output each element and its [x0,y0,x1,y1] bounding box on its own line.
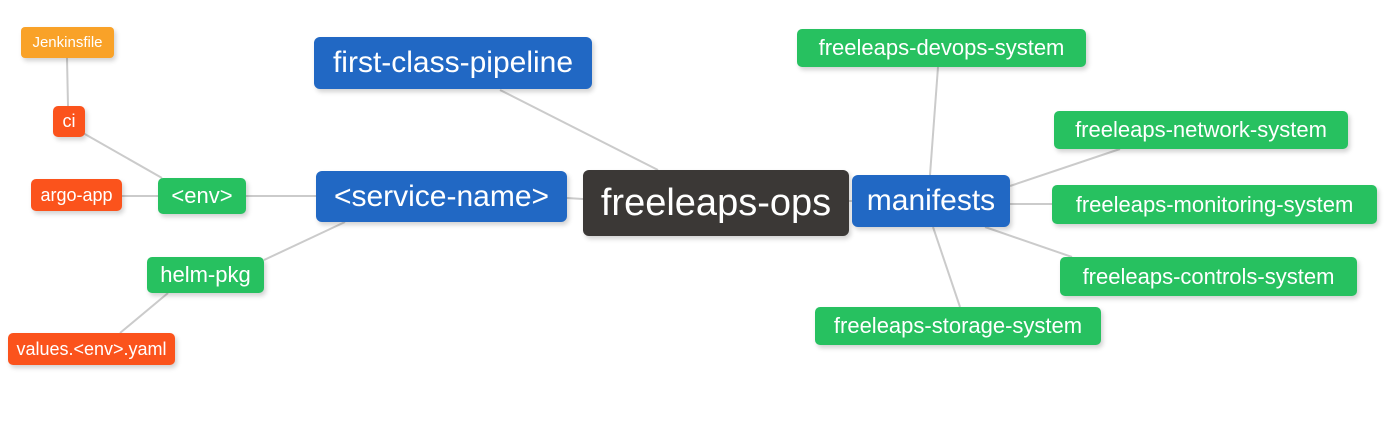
node-freeleaps-ops[interactable]: freeleaps-ops [583,170,849,236]
edge-values-helm-pkg [119,292,169,334]
node-freeleaps-storage-system[interactable]: freeleaps-storage-system [815,307,1101,345]
node-values-env-yaml[interactable]: values.<env>.yaml [8,333,175,365]
node-freeleaps-devops-system[interactable]: freeleaps-devops-system [797,29,1086,67]
node-helm-pkg[interactable]: helm-pkg [147,257,264,293]
node-freeleaps-controls-system[interactable]: freeleaps-controls-system [1060,257,1357,296]
node-freeleaps-monitoring-system[interactable]: freeleaps-monitoring-system [1052,185,1377,224]
edge-pipeline-root [499,89,659,171]
node-first-class-pipeline[interactable]: first-class-pipeline [314,37,592,89]
node-jenkinsfile[interactable]: Jenkinsfile [21,27,114,58]
edge-manifests-devops [929,66,939,176]
edge-jenkinsfile-ci [66,57,69,107]
edge-ci-env [82,132,163,179]
edge-manifests-storage [932,226,961,308]
node-manifests[interactable]: manifests [852,175,1010,227]
node-argo-app[interactable]: argo-app [31,179,122,211]
edge-manifests-controls [984,226,1073,258]
edge-helm-pkg-service-name [263,221,346,261]
edge-manifests-network [1009,148,1121,187]
node-service-name[interactable]: <service-name> [316,171,567,222]
edge-service-name-root [566,197,584,200]
node-ci[interactable]: ci [53,106,85,137]
node-freeleaps-network-system[interactable]: freeleaps-network-system [1054,111,1348,149]
node-env[interactable]: <env> [158,178,246,214]
